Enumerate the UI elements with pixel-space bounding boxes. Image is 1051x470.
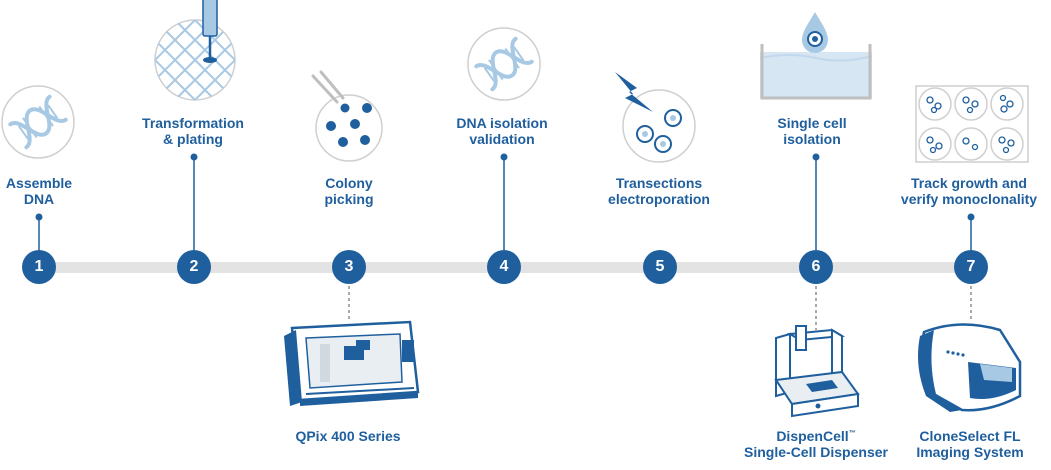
- dna-helix-icon: [1, 85, 75, 159]
- step-label-7: Track growth and verify monoclonality: [900, 175, 1038, 207]
- instrument-label-dispencell: DispenCell™ Single-Cell Dispenser: [744, 428, 888, 460]
- step-badge-7: 7: [954, 250, 988, 284]
- dna-helix-icon: [467, 27, 541, 101]
- step-label-3: Colony picking: [324, 175, 374, 207]
- step-badge-4: 4: [487, 250, 521, 284]
- step-badge-1: 1: [22, 250, 56, 284]
- connector-dots: [35, 153, 975, 221]
- single-cell-droplet-icon: [759, 12, 873, 100]
- step-badge-2: 2: [177, 250, 211, 284]
- step-label-5: Transections electroporation: [608, 175, 710, 207]
- electroporation-icon: [615, 72, 696, 163]
- pipette-plate-icon: [154, 0, 236, 101]
- step-label-2: Transformation & plating: [142, 115, 244, 147]
- step-label-6: Single cell isolation: [777, 115, 847, 147]
- qpix-instrument-icon: [284, 320, 420, 406]
- step-label-1: Assemble DNA: [5, 175, 73, 207]
- dispencell-instrument-icon: [774, 325, 860, 418]
- step-badge-5: 5: [643, 250, 677, 284]
- instrument-label-cloneselect: CloneSelect FL Imaging System: [916, 428, 1024, 460]
- well-plate-icon: [915, 85, 1029, 163]
- step-badge-3: 3: [332, 250, 366, 284]
- step-connectors: [38, 158, 972, 252]
- cloneselect-instrument-icon: [918, 323, 1022, 412]
- step-label-4: DNA isolation validation: [456, 115, 548, 147]
- instrument-label-qpix: QPix 400 Series: [295, 428, 401, 444]
- colony-dish-icon: [311, 70, 383, 162]
- step-badge-6: 6: [799, 250, 833, 284]
- instrument-connectors: [348, 286, 972, 330]
